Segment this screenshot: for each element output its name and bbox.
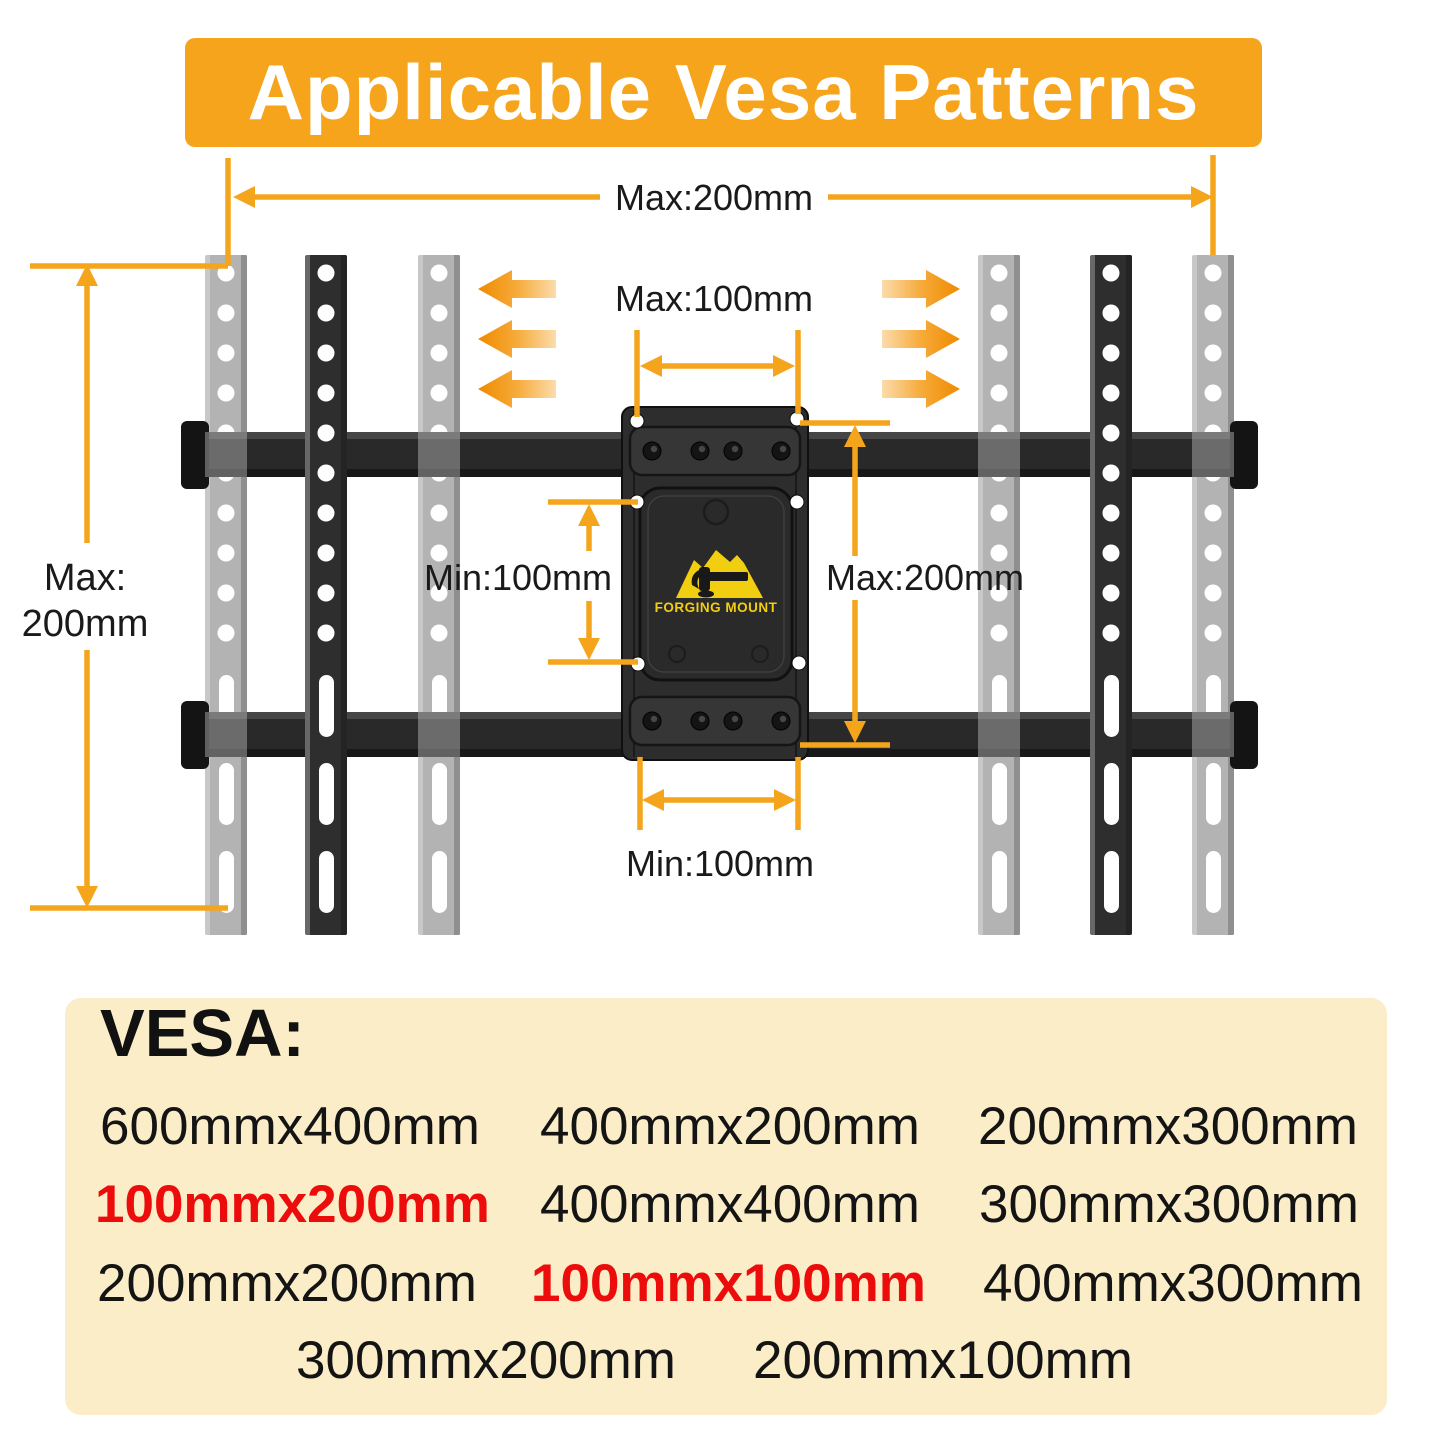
plate-bottom-flange <box>628 695 802 747</box>
dimension-lines <box>30 155 1216 911</box>
end-cap-bottom-left <box>181 701 209 769</box>
vesa-size-100x100: 100mmx100mm <box>531 1254 926 1313</box>
vesa-size-300x200: 300mmx200mm <box>296 1331 676 1390</box>
vesa-size-100x200: 100mmx200mm <box>95 1175 490 1234</box>
rail-overlap-shading <box>205 432 1234 757</box>
vesa-size-600x400: 600mmx400mm <box>100 1097 480 1156</box>
dim-plate-width-min-label: Min:100mm <box>626 843 814 884</box>
dim-outer-height-label-line2: 200mm <box>22 603 149 645</box>
mountain-hammer-icon <box>676 550 763 598</box>
dim-plate-height-min-label: Min:100mm <box>424 557 612 598</box>
vesa-size-200x100: 200mmx100mm <box>753 1331 1133 1390</box>
screws-bottom <box>642 711 791 731</box>
rail-black-left <box>305 255 347 935</box>
end-cap-bottom-right <box>1230 701 1258 769</box>
rail-gray-outer-right <box>1192 255 1234 935</box>
rail-black-right <box>1090 255 1132 935</box>
vesa-size-200x200: 200mmx200mm <box>97 1254 477 1313</box>
dim-plate-width-max-label: Max:100mm <box>615 278 813 319</box>
end-cap-top-left <box>181 421 209 489</box>
vesa-heading: VESA: <box>100 996 305 1071</box>
end-cap-top-right <box>1230 421 1258 489</box>
brand-logo-text: FORGING MOUNT <box>655 600 778 615</box>
dimension-labels: Max:200mm Max:100mm Max: 200mm Min:100mm… <box>22 177 1024 884</box>
page-title: Applicable Vesa Patterns <box>247 48 1200 136</box>
dimension-arrowheads <box>76 186 1213 908</box>
title-banner: Applicable Vesa Patterns <box>185 38 1262 147</box>
plate-top-flange <box>628 425 802 477</box>
vesa-size-400x300: 400mmx300mm <box>983 1254 1363 1313</box>
vesa-size-panel <box>65 998 1387 1415</box>
dim-outer-width-label: Max:200mm <box>615 177 813 218</box>
rail-gray-outer-left <box>205 255 247 935</box>
slide-arrows-left-icon <box>478 270 556 408</box>
vesa-size-400x400: 400mmx400mm <box>540 1175 920 1234</box>
dim-plate-height-max-label: Max:200mm <box>826 557 1024 598</box>
screws-top <box>642 441 791 461</box>
vesa-size-300x300: 300mmx300mm <box>979 1175 1359 1234</box>
slide-arrows-right-icon <box>882 270 960 408</box>
vesa-size-200x300: 200mmx300mm <box>978 1097 1358 1156</box>
dim-outer-height-label-line1: Max: <box>44 557 126 599</box>
vesa-size-400x200: 400mmx200mm <box>540 1097 920 1156</box>
vesa-adapter-plate: FORGING MOUNT <box>621 406 809 761</box>
